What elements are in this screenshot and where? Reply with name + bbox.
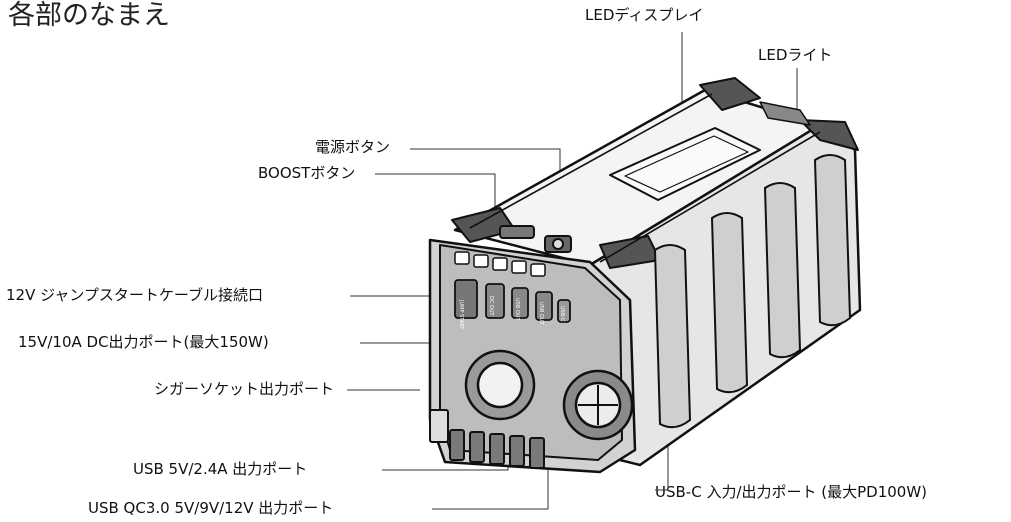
side-ribs xyxy=(653,154,852,429)
label-usb-c: USB-C 入力/出力ポート (最大PD100W) xyxy=(655,483,928,501)
port-label-dc-out: DC OUT xyxy=(488,296,494,317)
label-cigar-socket: シガーソケット出力ポート xyxy=(154,380,335,398)
label-jump-cable-port: 12V ジャンプスタートケーブル接続口 xyxy=(6,286,264,304)
label-usb-qc: USB QC3.0 5V/9V/12V 出力ポート xyxy=(88,499,334,517)
label-usb-2-4a: USB 5V/2.4A 出力ポート xyxy=(133,460,308,478)
port-markings: JUMP START DC OUT USB OUT USB OUT USB-C xyxy=(458,296,565,330)
label-power-button: 電源ボタン xyxy=(315,138,391,156)
page-title: 各部のなまえ xyxy=(8,0,170,31)
vent-grill xyxy=(454,251,546,277)
port-label-usb-out-1: USB OUT xyxy=(514,298,520,321)
label-led-light: LEDライト xyxy=(758,46,833,64)
leader-boost-button xyxy=(375,173,496,222)
top-buttons xyxy=(499,225,572,253)
cigar-socket xyxy=(464,349,634,441)
bottom-feet xyxy=(429,409,545,469)
front-ports xyxy=(454,279,571,323)
port-label-usb-out-2: USB OUT xyxy=(538,302,544,325)
label-dc-output: 15V/10A DC出力ポート(最大150W) xyxy=(18,333,269,351)
top-straps xyxy=(469,93,821,263)
label-led-display: LEDディスプレイ xyxy=(585,6,704,24)
port-label-jump: JUMP START xyxy=(458,299,464,330)
port-label-usb-c: USB-C xyxy=(559,306,565,322)
label-boost-button: BOOSTボタン xyxy=(258,164,356,182)
